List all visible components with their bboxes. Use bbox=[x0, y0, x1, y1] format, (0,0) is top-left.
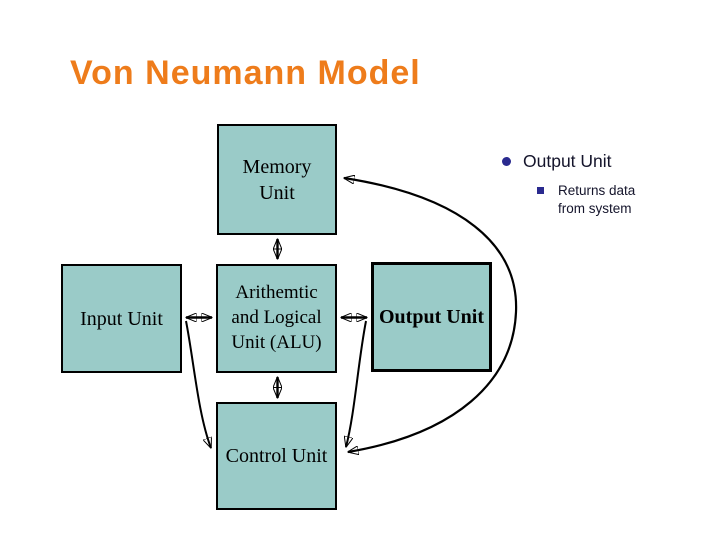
arrow-input-control bbox=[185, 320, 211, 448]
memory-unit-box: Memory Unit bbox=[217, 124, 337, 235]
input-unit-box: Input Unit bbox=[61, 264, 182, 373]
note-subitem-label: Returns data from system bbox=[558, 182, 636, 216]
note-item-label: Output Unit bbox=[523, 151, 612, 171]
notes-list: Output Unit Returns data from system bbox=[500, 150, 700, 218]
control-unit-label: Control Unit bbox=[225, 445, 328, 467]
memory-unit-label: Memory Unit bbox=[242, 155, 312, 204]
round-bullet-icon bbox=[502, 157, 511, 166]
control-unit-box: Control Unit bbox=[216, 402, 337, 510]
alu-box: Arithemtic and Logical Unit (ALU) bbox=[216, 264, 337, 373]
output-unit-box: Output Unit bbox=[371, 262, 492, 372]
note-subitem-returns-data: Returns data from system bbox=[537, 182, 700, 218]
arrow-output-junction-control bbox=[346, 320, 367, 447]
alu-label: Arithemtic and Logical Unit (ALU) bbox=[231, 282, 322, 353]
square-bullet-icon bbox=[537, 186, 544, 194]
output-unit-label: Output Unit bbox=[378, 306, 485, 328]
note-item-output-unit: Output Unit bbox=[500, 150, 700, 173]
input-unit-label: Input Unit bbox=[80, 307, 163, 330]
slide-title: Von Neumann Model bbox=[70, 54, 421, 92]
